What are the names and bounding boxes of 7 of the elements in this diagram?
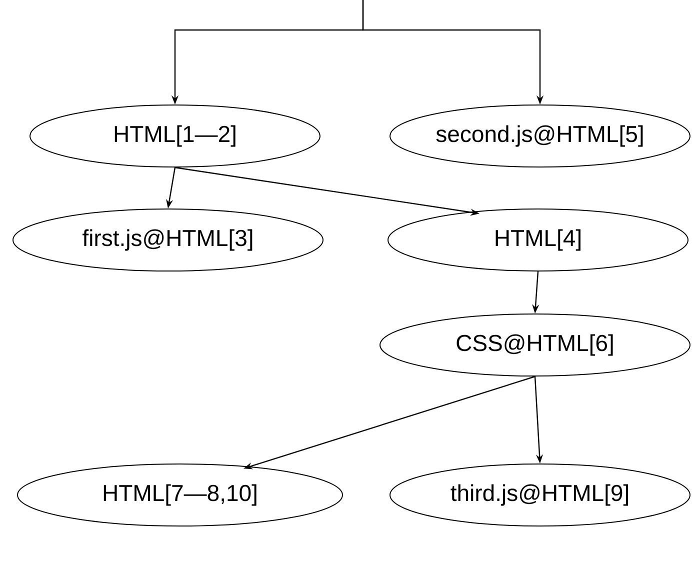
ellipse-node: CSS@HTML[6]	[380, 314, 690, 376]
ellipse-node: HTML[4]	[388, 208, 688, 272]
ellipse-node: HTML[1—2]	[30, 104, 320, 168]
ellipse-node: HTML[7—8,10]	[17, 464, 343, 526]
ellipse-node: third.js@HTML[9]	[390, 464, 690, 526]
ellipse-node: second.js@HTML[5]	[390, 104, 690, 168]
ellipse-node: first.js@HTML[3]	[12, 208, 324, 272]
